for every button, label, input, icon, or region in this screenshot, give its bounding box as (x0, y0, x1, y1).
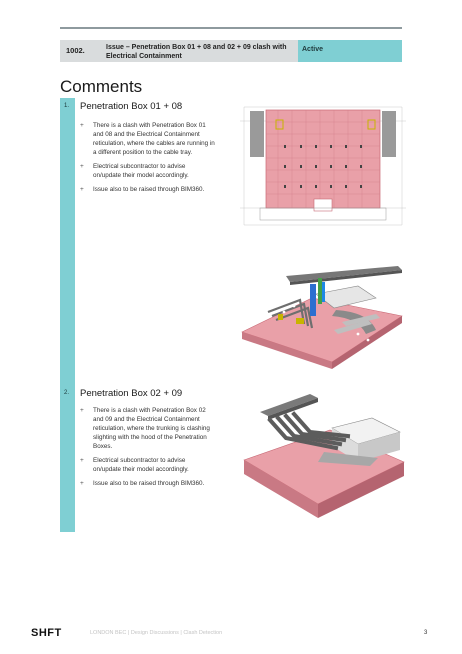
list-item: + There is a clash with Penetration Box 0… (80, 406, 215, 451)
plan-view-drawing (240, 103, 406, 229)
list-item: + Issue also to be raised through BIM360. (80, 185, 215, 194)
bullet-marker: + (80, 122, 84, 129)
section-1-bullets: + There is a clash with Penetration Box 0… (80, 121, 215, 199)
bullet-marker: + (80, 407, 84, 414)
top-rule (60, 27, 402, 29)
issue-status-badge: Active (298, 40, 402, 62)
list-item: + Issue also to be raised through BIM360. (80, 479, 215, 488)
section-2-title: Penetration Box 02 + 09 (80, 388, 183, 399)
issue-title: Issue – Penetration Box 01 + 08 and 02 +… (100, 40, 298, 62)
clash-3d-view-2 (243, 394, 405, 518)
list-item: + There is a clash with Penetration Box 0… (80, 121, 215, 157)
section-1-number: 1. (64, 103, 70, 109)
issue-number: 1002. (60, 40, 100, 62)
section-accent-column (60, 98, 75, 532)
bullet-text: Electrical subcontractor to advise on/up… (93, 457, 189, 473)
bullet-text: There is a clash with Penetration Box 02… (93, 407, 210, 450)
section-2-number: 2. (64, 390, 70, 396)
footer-caption: LONDON BEC | Design Discussions | Clash … (90, 630, 223, 636)
section-1-title: Penetration Box 01 + 08 (80, 101, 183, 112)
list-item: + Electrical subcontractor to advise on/u… (80, 456, 215, 474)
list-item: + Electrical subcontractor to advise on/u… (80, 162, 215, 180)
bullet-marker: + (80, 163, 84, 170)
bullet-marker: + (80, 186, 84, 193)
section-2-bullets: + There is a clash with Penetration Box 0… (80, 406, 215, 493)
bullet-text: Electrical subcontractor to advise on/up… (93, 163, 189, 179)
bullet-text: Issue also to be raised through BIM360. (93, 480, 205, 487)
bullet-text: Issue also to be raised through BIM360. (93, 186, 205, 193)
bullet-marker: + (80, 480, 84, 487)
issue-header: 1002. Issue – Penetration Box 01 + 08 an… (60, 40, 402, 62)
clash-3d-view-1 (241, 266, 403, 369)
company-logo: SHFT (31, 627, 62, 639)
bullet-marker: + (80, 457, 84, 464)
comments-heading: Comments (60, 77, 143, 96)
page-number: 3 (424, 630, 428, 636)
bullet-text: There is a clash with Penetration Box 01… (93, 122, 215, 156)
